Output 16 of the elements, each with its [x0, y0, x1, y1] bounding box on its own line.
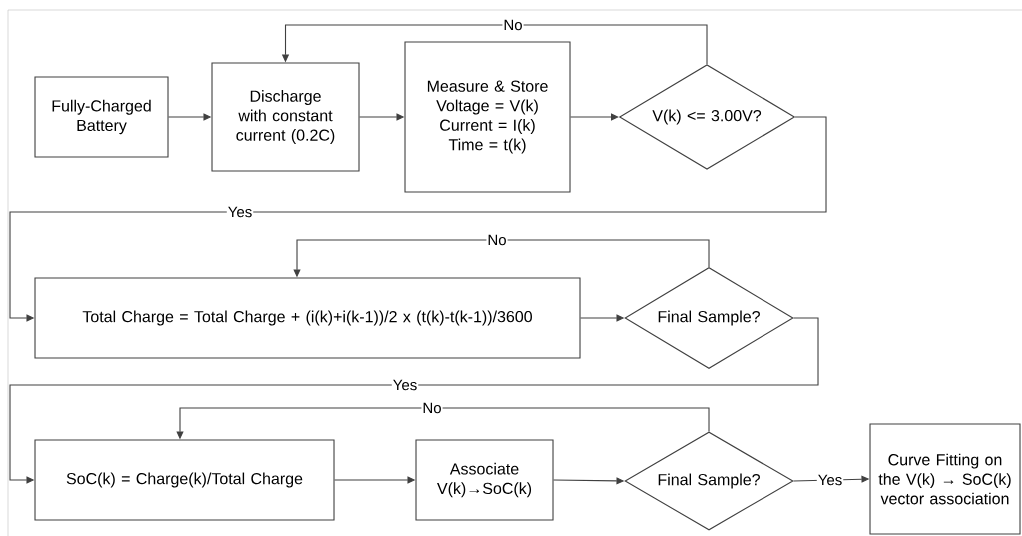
process-box: Total Charge = Total Charge + (i(k)+i(k-1))/2 x (t(k)-t(k-1))/3600	[34, 277, 581, 359]
process-box: Measure & Store Voltage = V(k) Current = I(k) Time = t(k)	[404, 41, 571, 193]
process-box: SoC(k) = Charge(k)/Total Charge	[34, 439, 335, 521]
edge-label: No	[502, 18, 524, 32]
edge-label: No	[421, 401, 443, 415]
arrow	[570, 113, 619, 121]
edge-label: Yes	[391, 378, 419, 392]
edge-label: Yes	[226, 205, 254, 219]
arrow	[9, 116, 827, 322]
arrow	[9, 317, 819, 484]
process-box: Fully-Charged Battery	[34, 76, 169, 158]
process-box: Curve Fitting on the V(k) → SoC(k) vector association	[869, 423, 1021, 535]
process-box: Associate V(k)→SoC(k)	[415, 439, 554, 521]
edge-label: No	[486, 233, 508, 247]
edge-label: Yes	[816, 473, 844, 487]
process-box: Discharge with constant current (0.2C)	[211, 62, 360, 172]
